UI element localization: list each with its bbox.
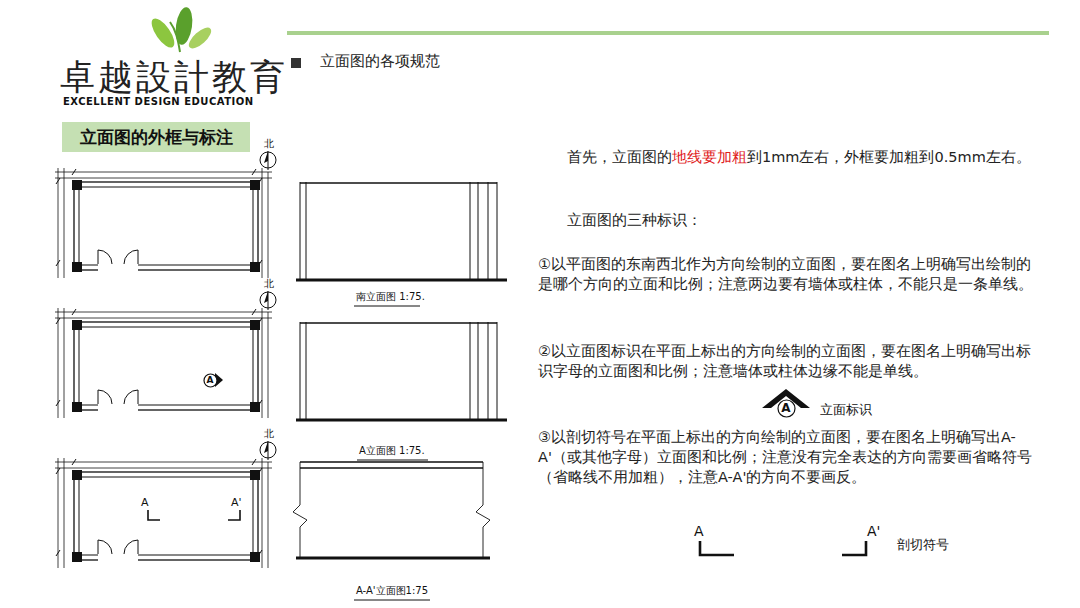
symbol-caption: 剖切符号 (897, 537, 949, 553)
body-text: 立面图的三种标识： (567, 212, 702, 228)
elevation-marker: A (203, 373, 218, 388)
highlight-text: 地线要加粗 (672, 149, 747, 165)
paragraph: ②以立面图标识在平面上标出的方向绘制的立面图，要在图名上明确写出标识字母的立面图… (538, 341, 1045, 381)
north-label: 北 (264, 138, 274, 150)
drawing-name: 南立面图 1:75. (356, 291, 425, 303)
logo-text: 卓越設計教育 (60, 56, 288, 98)
paragraph: ③以剖切符号在平面上标出的方向绘制的立面图，要在图名上明确写出A-A'（或其他字… (538, 427, 1045, 487)
cut-symbol-letter: A' (867, 523, 880, 540)
paragraph: 立面图的三种标识： (538, 210, 1045, 230)
heading-text: 立面图的外框与标注 (80, 129, 233, 146)
cut-symbol-letter: A (694, 523, 704, 540)
heading-band: 立面图的外框与标注 (62, 122, 250, 152)
body-text: ①以平面图的东南西北作为方向绘制的立面图，要在图名上明确写出绘制的是哪个方向的立… (538, 256, 1033, 292)
paragraph: 首先，立面图的地线要加粗到1mm左右，外框要加粗到0.5mm左右。 (538, 147, 1045, 167)
paragraph: ①以平面图的东南西北作为方向绘制的立面图，要在图名上明确写出绘制的是哪个方向的立… (538, 254, 1045, 294)
elevation-marker: A (777, 399, 796, 418)
drawing-name: A立面图 1:75. (359, 445, 425, 457)
north-label: 北 (264, 278, 274, 290)
symbol-caption: 立面标识 (820, 402, 872, 418)
body-text: ③以剖切符号在平面上标出的方向绘制的立面图，要在图名上明确写出A-A'（或其他字… (538, 429, 1032, 485)
drawing-name: A-A'立面图1:75 (356, 585, 428, 597)
logo-subtitle: EXCELLENT DESIGN EDUCATION (63, 96, 254, 108)
marker-letter: A (207, 376, 214, 385)
cut-mark: A' (231, 496, 242, 509)
cut-mark: A (141, 496, 149, 509)
north-label: 北 (264, 428, 274, 440)
slide-title: 立面图的各项规范 (320, 52, 440, 70)
body-text: ②以立面图标识在平面上标出的方向绘制的立面图，要在图名上明确写出标识字母的立面图… (538, 343, 1031, 379)
body-text: 到1mm左右，外框要加粗到0.5mm左右。 (747, 149, 1031, 165)
body-text: 首先，立面图的 (567, 149, 672, 165)
marker-letter: A (781, 402, 790, 414)
